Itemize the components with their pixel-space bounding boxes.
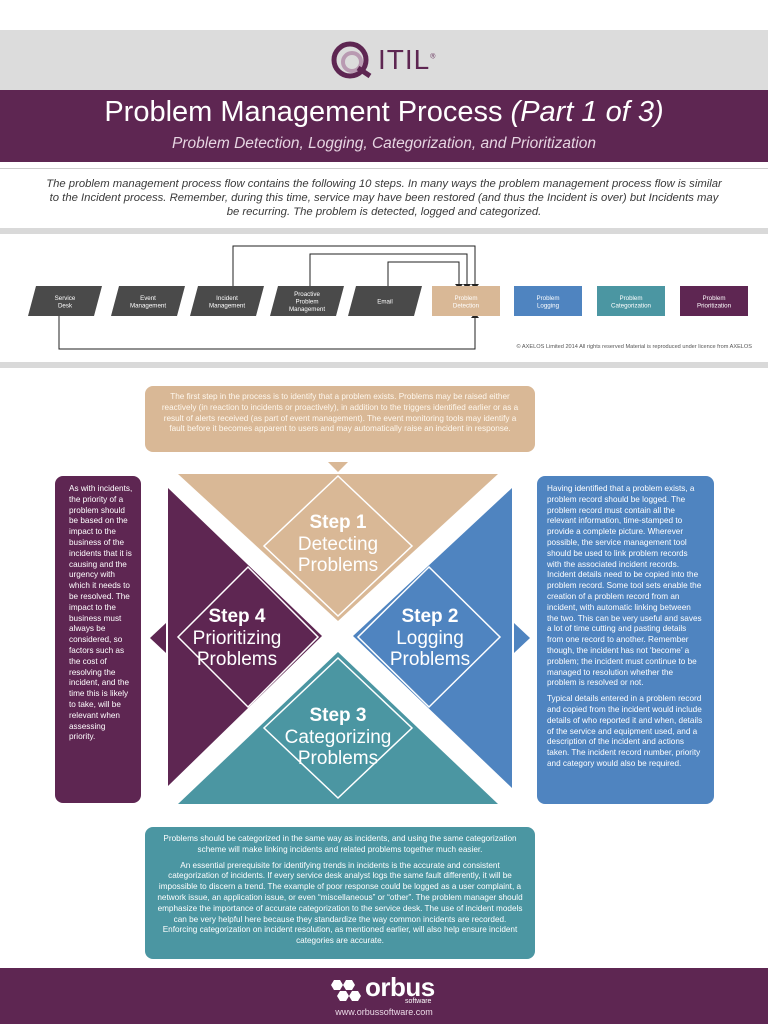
- logo-band: [0, 30, 768, 90]
- orbus-logo-icon: [331, 980, 361, 1001]
- categorizing-description: Problems should be categorized in the sa…: [145, 827, 535, 959]
- source-1-shape: [111, 286, 185, 316]
- divider-top: [0, 228, 768, 234]
- source-3-label: Management: [289, 306, 325, 313]
- intro-text: The problem management process flow cont…: [46, 178, 722, 218]
- source-4-label: Email: [377, 299, 392, 306]
- step2-label: Step 2 Logging Problems: [389, 606, 471, 670]
- source-1-label: Event: [140, 295, 156, 302]
- footer-url[interactable]: www.orbussoftware.com: [335, 1007, 433, 1017]
- intro-band: [0, 168, 768, 229]
- step1-label: Step 1 Detecting Problems: [297, 512, 379, 576]
- step1-triangle: [178, 474, 498, 621]
- process-step-0-label: Problem: [454, 295, 477, 302]
- copyright-note: © AXELOS Limited 2014 All rights reserve…: [516, 344, 752, 350]
- orbus-brand: orbus: [365, 972, 435, 1002]
- process-step-1-label: Problem: [536, 295, 559, 302]
- process-step-1-shape: [514, 286, 582, 316]
- source-4-shape: [348, 286, 422, 316]
- itil-logo-icon: [331, 41, 372, 79]
- logging-paragraph-1: Having identified that a problem exists,…: [547, 484, 702, 688]
- divider-bottom: [0, 362, 768, 368]
- page-subtitle: Problem Detection, Logging, Categorizati…: [172, 135, 596, 152]
- prioritizing-description: As with incidents, the priority of a pro…: [55, 476, 141, 803]
- step3-triangle: [178, 652, 498, 804]
- orbus-brand-sub: software: [405, 998, 432, 1005]
- source-2-label: Incident: [216, 295, 238, 302]
- process-flow-diagram: ServiceDeskEventManagementIncidentManage…: [28, 245, 748, 350]
- process-step-2-label: Problem: [619, 295, 642, 302]
- source-0-shape: [28, 286, 102, 316]
- process-step-2-shape: [597, 286, 665, 316]
- step3-label: Step 3 Categorizing Problems: [284, 705, 392, 769]
- title-band: [0, 90, 768, 162]
- process-step-0-shape: [432, 286, 500, 316]
- detecting-description: The first step in the process is to iden…: [145, 386, 535, 452]
- step2-triangle: [353, 488, 512, 788]
- process-step-0-label: Detection: [453, 302, 480, 309]
- source-3-label: Problem: [295, 299, 318, 306]
- page-title: Problem Management Process (Part 1 of 3): [104, 96, 664, 128]
- process-step-3-shape: [680, 286, 748, 316]
- categorizing-paragraph-2: An essential prerequisite for identifyin…: [157, 860, 523, 946]
- step4-triangle: [168, 488, 322, 786]
- process-step-1-label: Logging: [537, 302, 560, 309]
- source-3-label: Proactive: [294, 291, 320, 298]
- source-1-label: Management: [130, 302, 166, 309]
- step1-tip: [328, 462, 348, 472]
- logging-paragraph-2: Typical details entered in a problem rec…: [547, 694, 703, 768]
- source-0-label: Service: [55, 295, 76, 302]
- process-step-3-label: Prioritization: [697, 302, 732, 309]
- source-2-shape: [190, 286, 264, 316]
- itil-logo-text: ITIL®: [378, 44, 437, 75]
- source-2-label: Management: [209, 302, 245, 309]
- step4-tip: [150, 623, 166, 653]
- title-part: (Part 1 of 3): [510, 96, 664, 128]
- source-0-label: Desk: [58, 302, 73, 309]
- step4-label: Step 4 Prioritizing Problems: [192, 606, 282, 670]
- step2-tip: [514, 623, 530, 653]
- categorizing-paragraph-1: Problems should be categorized in the sa…: [163, 834, 517, 854]
- footer-band: [0, 968, 768, 1024]
- source-3-shape: [270, 286, 344, 316]
- process-step-3-label: Problem: [702, 295, 725, 302]
- logging-description: Having identified that a problem exists,…: [537, 476, 714, 804]
- steps-diagram: [150, 462, 530, 804]
- process-step-2-label: Categorization: [611, 302, 651, 309]
